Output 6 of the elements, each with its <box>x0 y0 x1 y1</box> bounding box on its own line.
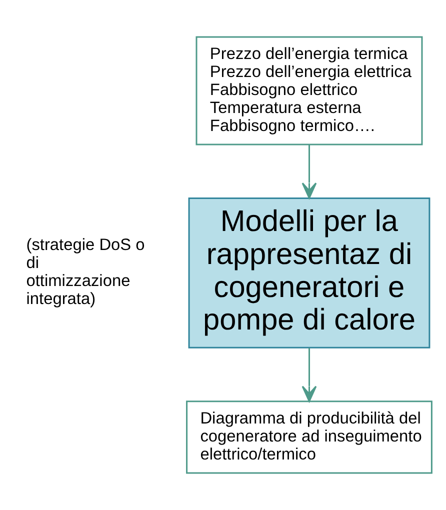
arrow <box>302 348 317 402</box>
node-box: Modelli per la rappresentaz di cogeneratori e pompe di calore <box>188 198 430 348</box>
arrow <box>302 144 317 199</box>
node-box: Diagramma di producibilità del cogeneratore ad inseguimento elettrico/termico <box>186 400 432 474</box>
node-label: (strategie DoS o di ottimizzazione integrata) <box>26 236 145 308</box>
node-box: Prezzo dell’energia termica Prezzo dell’energia elettrica Fabbisogno elettrico Temperatura esterna Fabbisogno termico…. <box>196 36 423 146</box>
